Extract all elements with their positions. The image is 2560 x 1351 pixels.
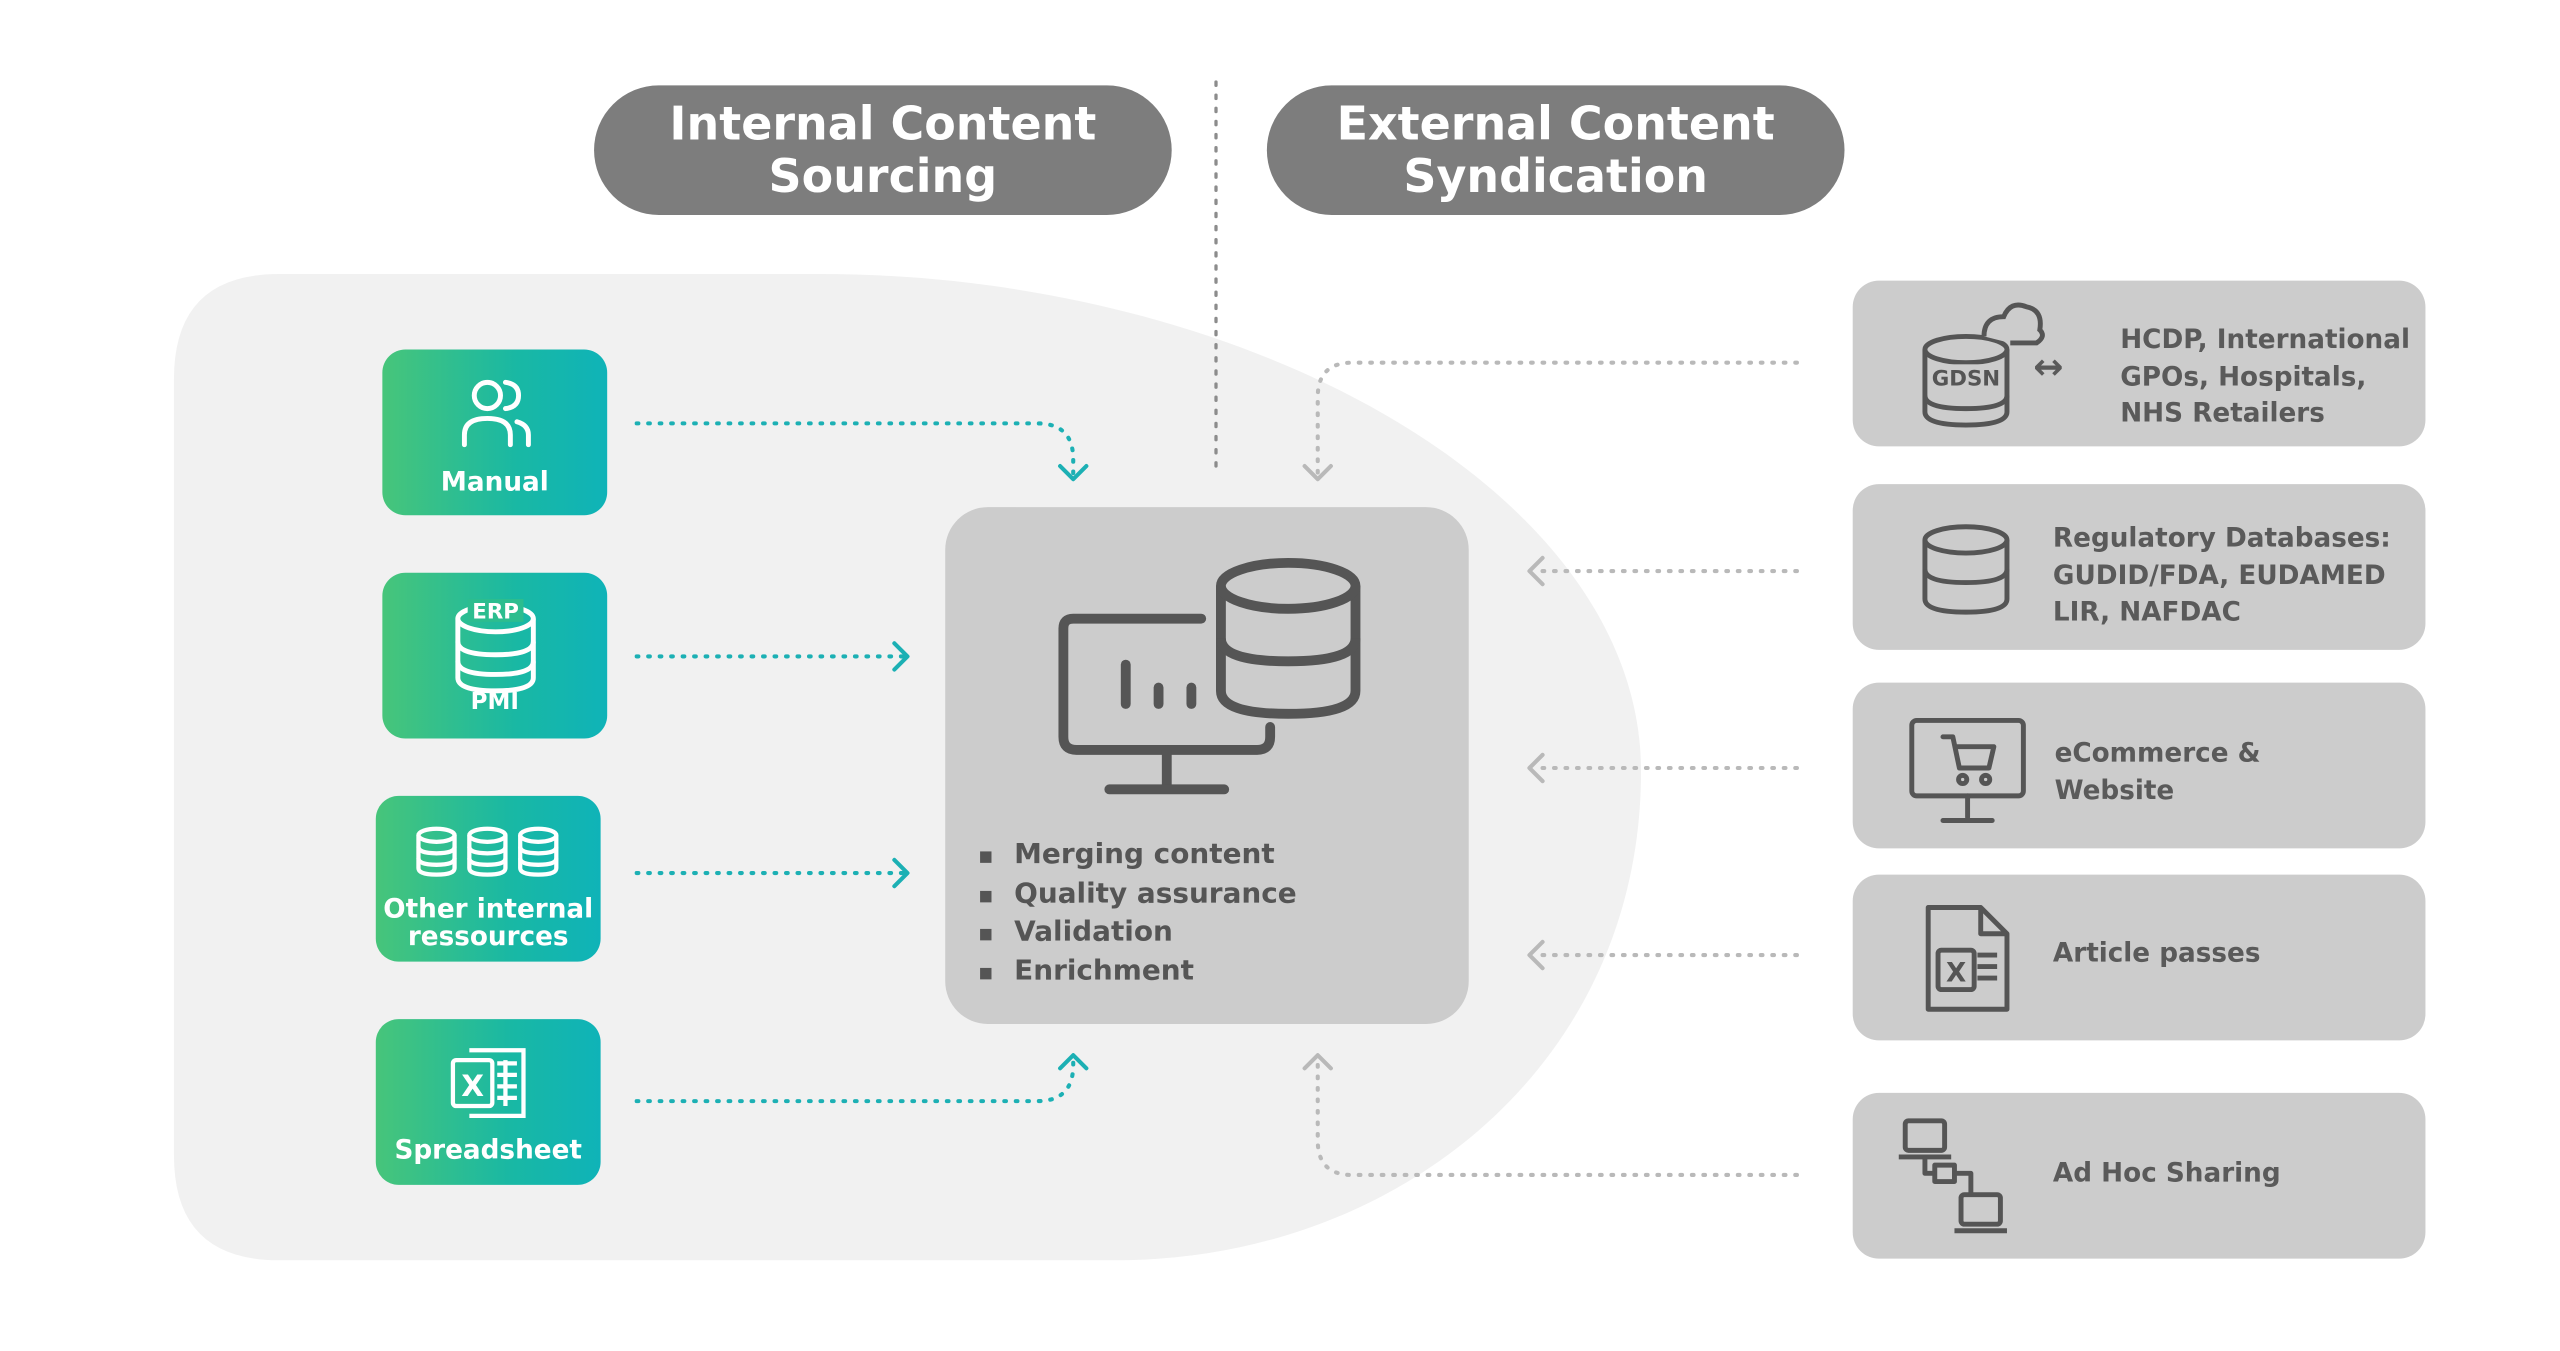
source-spreadsheet-label: Spreadsheet bbox=[394, 1133, 582, 1166]
header-external-line-2: Syndication bbox=[1403, 148, 1708, 203]
arrow-head-ecommerce bbox=[1527, 752, 1545, 784]
external-ecommerce: eCommerce & Website bbox=[1852, 682, 2426, 849]
databases-icon bbox=[416, 826, 559, 877]
hub-item: ▪Merging content bbox=[978, 838, 1275, 872]
users-icon bbox=[461, 379, 531, 448]
arrow-spreadsheet-to-hub bbox=[634, 1054, 1076, 1104]
source-manual: Manual bbox=[382, 349, 608, 516]
header-external-content-syndication: External Content Syndication bbox=[1266, 85, 1845, 215]
arrow-head-adhoc bbox=[1302, 1053, 1333, 1071]
gdsn-line-3: NHS Retailers bbox=[2120, 397, 2325, 429]
external-regulatory: Regulatory Databases: GUDID/FDA, EUDAMED… bbox=[1852, 484, 2426, 650]
header-external-line-1: External Content bbox=[1336, 95, 1775, 151]
header-internal-line-2: Sourcing bbox=[768, 148, 998, 203]
header-internal-content-sourcing: Internal Content Sourcing bbox=[594, 85, 1172, 215]
erp-text: ERP bbox=[472, 600, 519, 625]
external-ad-hoc-sharing: Ad Hoc Sharing bbox=[1852, 1092, 2426, 1259]
regulatory-line-3: LIR, NAFDAC bbox=[2052, 595, 2241, 627]
hub-item: ▪Validation bbox=[978, 915, 1173, 949]
arrow-head-other bbox=[892, 857, 910, 889]
arrow-head-regulatory bbox=[1527, 555, 1545, 587]
hub-item: ▪Quality assurance bbox=[978, 877, 1297, 910]
arrow-manual-to-hub bbox=[634, 421, 1076, 478]
source-pmi: ERP PMI bbox=[382, 572, 608, 739]
erp-database-icon: ERP bbox=[455, 598, 536, 694]
svg-text:X: X bbox=[1946, 958, 1966, 988]
article-passes-label: Article passes bbox=[2052, 937, 2261, 969]
source-other-label-line-2: ressources bbox=[407, 920, 569, 952]
cloud-database-icon: GDSN bbox=[1922, 302, 2045, 428]
arrow-head-pmi bbox=[892, 641, 910, 672]
source-other-label-line-1: Other internal bbox=[383, 892, 594, 924]
arrow-adhoc-to-hub bbox=[1315, 1056, 1799, 1178]
source-pmi-label: PMI bbox=[470, 689, 519, 716]
network-icon bbox=[1898, 1118, 2007, 1234]
arrow-head-manual bbox=[1058, 463, 1089, 482]
arrow-head-gdsn bbox=[1302, 463, 1333, 482]
ad-hoc-sharing-label: Ad Hoc Sharing bbox=[2052, 1156, 2281, 1189]
gdsn-text: GDSN bbox=[1932, 367, 2000, 392]
hub-item: ▪Enrichment bbox=[978, 954, 1194, 988]
external-article-passes: X Article passes bbox=[1852, 874, 2426, 1041]
gdsn-line-1: HCDP, International bbox=[2120, 323, 2410, 355]
gdsn-connector-icon: ↔ bbox=[2033, 347, 2064, 389]
monitor-cart-icon bbox=[1909, 717, 2026, 823]
ecommerce-line-1: eCommerce & bbox=[2054, 736, 2261, 768]
ecommerce-line-2: Website bbox=[2054, 774, 2175, 806]
spreadsheet-icon: X bbox=[1925, 905, 2010, 1012]
regulatory-line-1: Regulatory Databases: bbox=[2052, 521, 2391, 554]
source-spreadsheet: X Spreadsheet bbox=[375, 1019, 601, 1185]
source-manual-label: Manual bbox=[440, 466, 549, 498]
gdsn-line-2: GPOs, Hospitals, bbox=[2120, 361, 2367, 393]
central-hub: ▪Merging content ▪Quality assurance ▪Val… bbox=[945, 507, 1469, 1024]
hub-process-list: ▪Merging content ▪Quality assurance ▪Val… bbox=[978, 837, 1297, 991]
header-internal-line-1: Internal Content bbox=[669, 95, 1097, 151]
regulatory-line-2: GUDID/FDA, EUDAMED bbox=[2052, 559, 2386, 591]
source-other-internal: Other internal ressources bbox=[375, 795, 601, 962]
spreadsheet-icon: X bbox=[450, 1048, 526, 1119]
svg-text:X: X bbox=[461, 1069, 484, 1103]
external-gdsn: GDSN ↔ HCDP, International GPOs, Hospita… bbox=[1852, 280, 2426, 447]
arrow-head-article bbox=[1527, 939, 1545, 971]
arrow-gdsn-to-hub bbox=[1315, 360, 1799, 478]
database-icon bbox=[1922, 524, 2010, 615]
monitor-database-icon bbox=[1058, 557, 1361, 795]
arrow-head-spreadsheet bbox=[1058, 1053, 1089, 1071]
